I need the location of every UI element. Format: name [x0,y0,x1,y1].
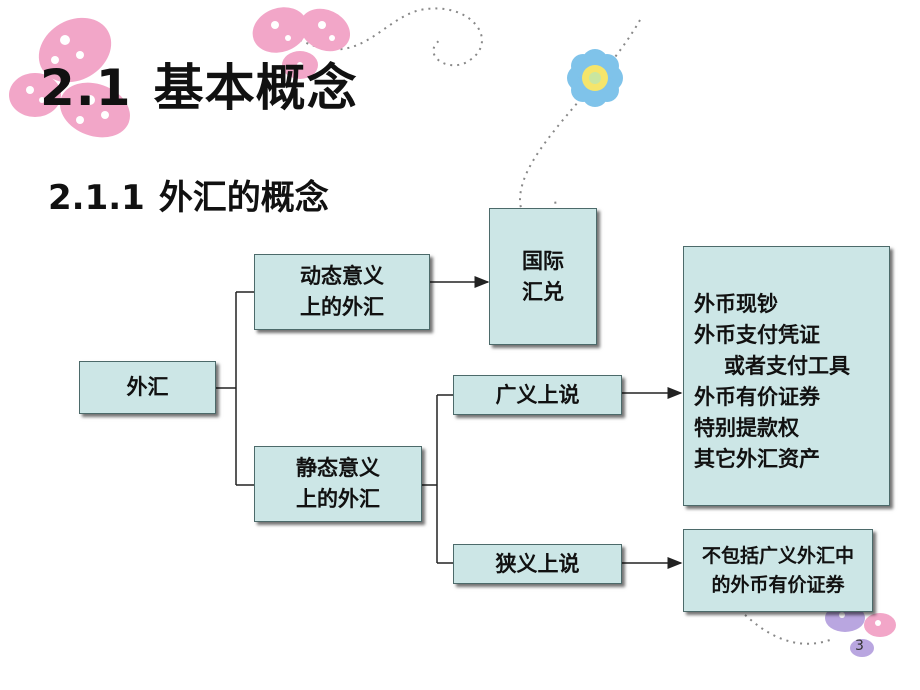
connector-static-branch [422,394,453,564]
butterfly-top-icon [252,7,351,79]
flower-icon [567,49,623,107]
broad-item: 特别提款权 [694,416,799,440]
node-static-line-2: 上的外汇 [296,487,380,511]
slide-title-number: 2.1 [40,59,132,117]
butterfly-left-icon [9,17,130,138]
node-root-foreign-exchange: 外汇 [79,361,216,414]
slide-subtitle-text: 外汇的概念 [158,178,329,218]
broad-item: 外币支付凭证 [694,323,820,347]
node-narrow-result-line-1: 不包括广义外汇中 [701,544,854,567]
node-dynamic-result-line-2: 汇兑 [522,279,564,304]
slide-title: 2.1 基本概念 [40,48,380,120]
node-dynamic: 动态意义 上的外汇 [254,254,430,330]
dotted-swirl [299,7,483,67]
node-static: 静态意义 上的外汇 [254,446,422,522]
node-broad-items: 外币现钞 外币支付凭证 或者支付工具 外币有价证券 特别提款权 其它外汇资产 [683,246,890,506]
slide-subtitle: 2.1.1 外汇的概念 [48,170,343,219]
slide-subtitle-number: 2.1.1 [48,178,145,218]
node-narrow-result-line-2: 的外币有价证券 [711,573,845,596]
broad-item: 其它外汇资产 [694,447,820,471]
node-root-label: 外汇 [126,375,169,399]
node-broad-label: 广义上说 [495,382,580,407]
node-narrow-label: 狭义上说 [495,551,580,576]
node-broad: 广义上说 [453,375,622,415]
connector-root-branch [216,291,254,486]
slide-title-text: 基本概念 [153,59,358,117]
node-dynamic-result-line-1: 国际 [522,248,564,273]
broad-item: 外币有价证券 [694,385,820,409]
node-dynamic-line-2: 上的外汇 [300,295,384,319]
broad-item: 或者支付工具 [724,354,850,378]
node-dynamic-line-1: 动态意义 [300,264,384,288]
node-narrow: 狭义上说 [453,544,622,584]
node-dynamic-result: 国际 汇兑 [489,208,597,345]
page-number: 3 [855,638,864,654]
node-static-line-1: 静态意义 [296,456,380,480]
broad-item: 外币现钞 [694,292,778,316]
node-narrow-result: 不包括广义外汇中 的外币有价证券 [683,529,873,612]
